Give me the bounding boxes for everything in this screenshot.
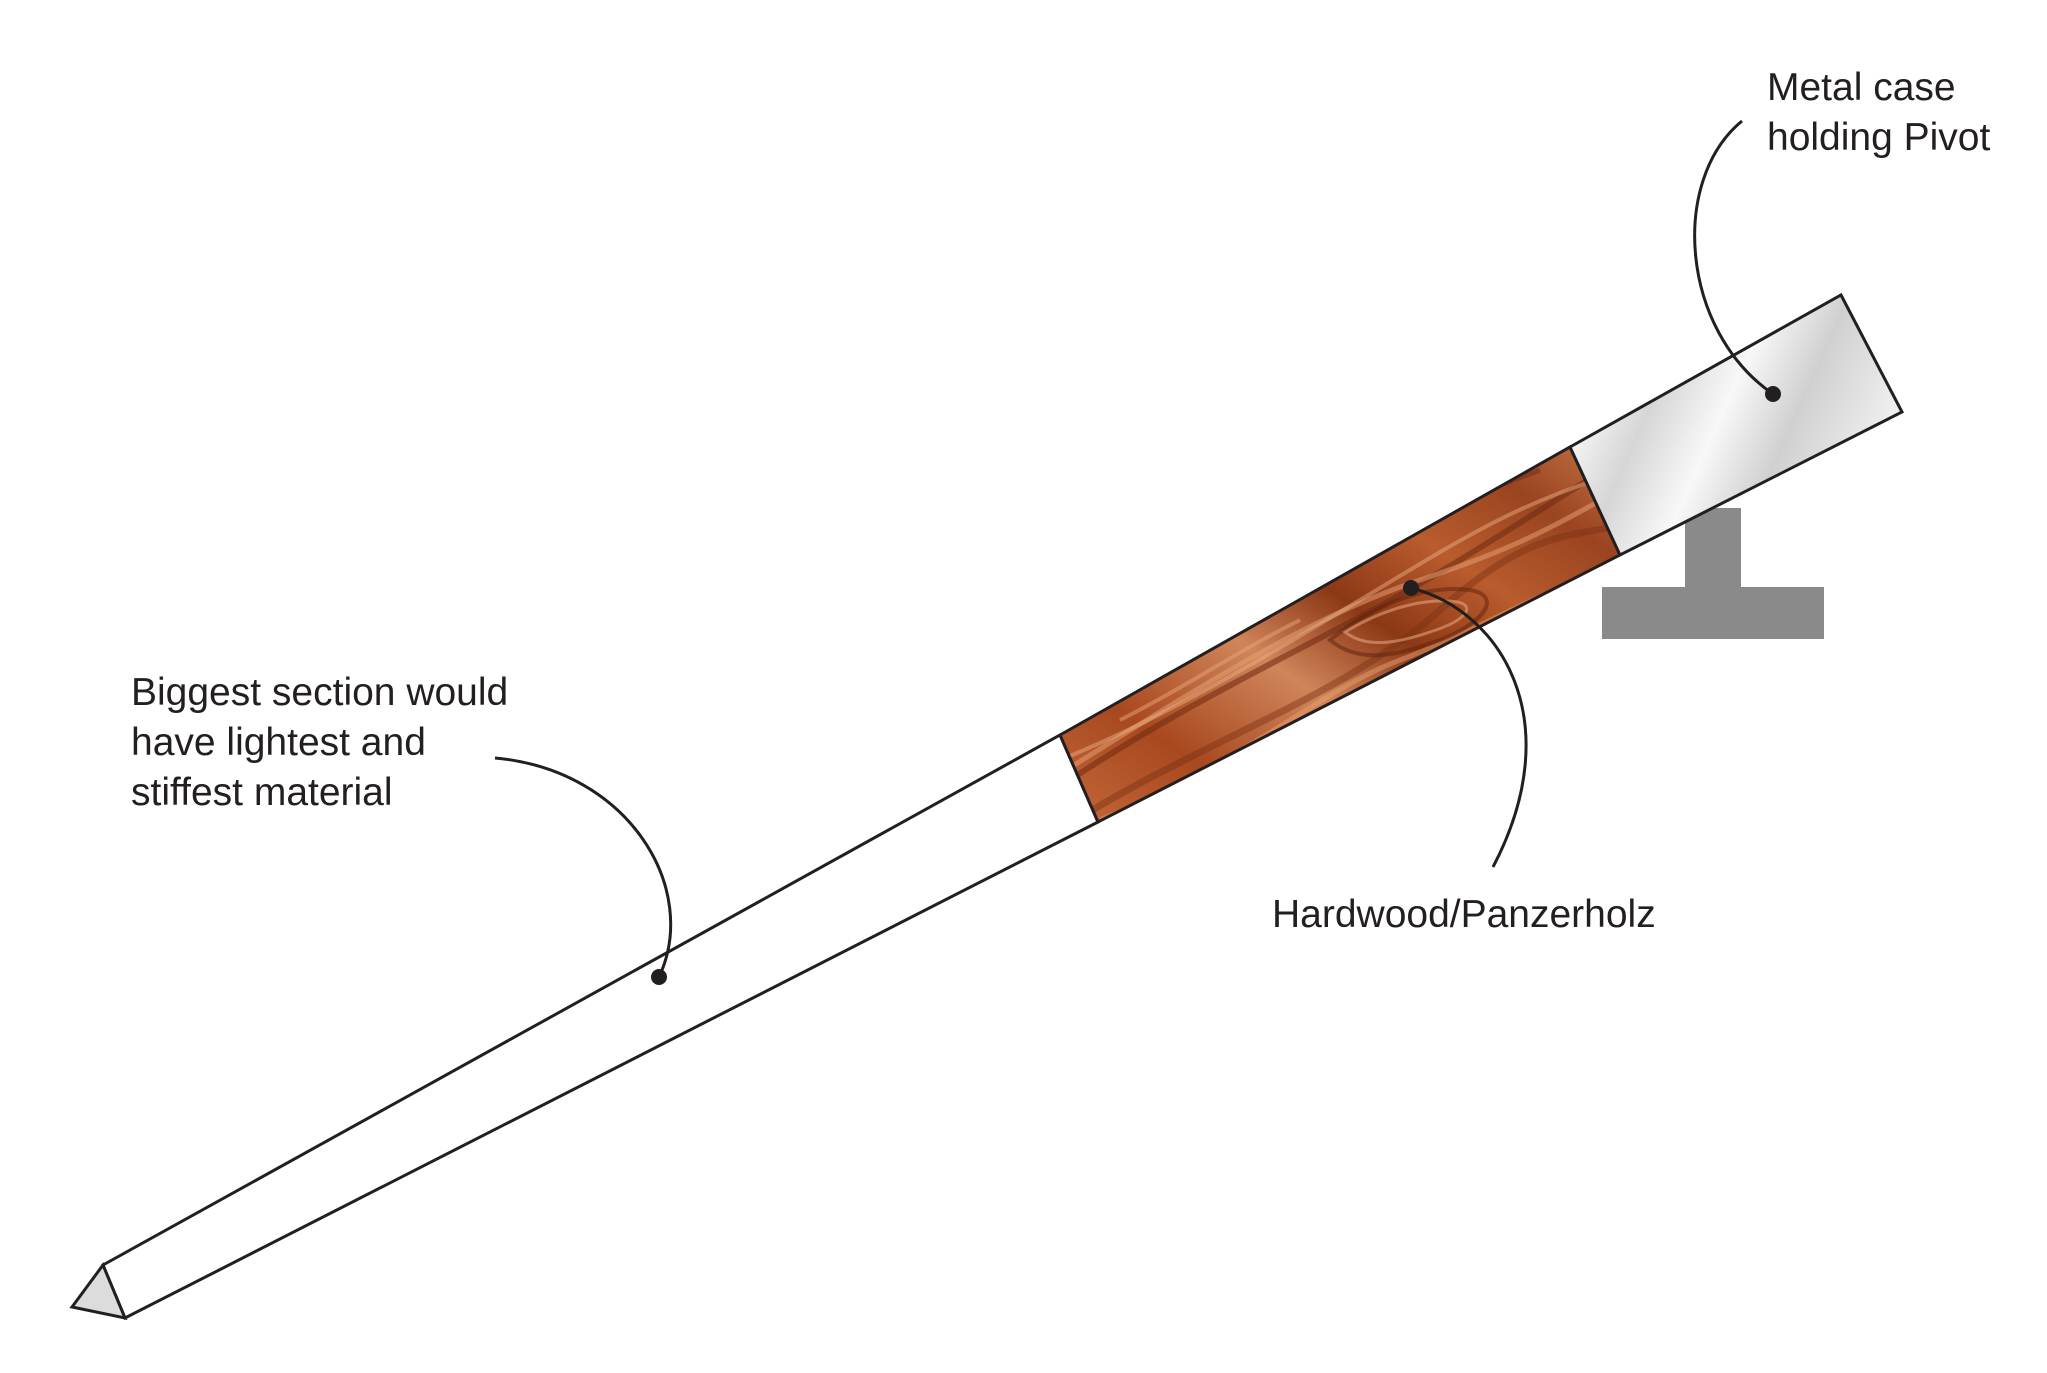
biggest-section-label-line2: have lightest and	[131, 721, 426, 764]
metal-case-marker	[1765, 386, 1781, 402]
biggest-section-leader	[494, 756, 673, 985]
hardwood-section	[1058, 444, 1622, 825]
stylus-tip	[69, 1261, 128, 1321]
biggest-section-marker	[651, 969, 667, 985]
arm-shaft	[101, 732, 1100, 1321]
hardwood-marker	[1403, 580, 1419, 596]
biggest-section-label-line1: Biggest section would	[131, 671, 508, 714]
hardwood-label: Hardwood/Panzerholz	[1272, 893, 1656, 936]
pivot-support	[1602, 508, 1824, 639]
hardwood-leader	[1403, 580, 1528, 868]
biggest-section-label: Biggest section would have lightest and …	[131, 671, 519, 814]
biggest-section-label-line3: stiffest material	[131, 771, 393, 814]
metal-case-leader	[1693, 119, 1781, 402]
hardwood-label-line1: Hardwood/Panzerholz	[1272, 893, 1656, 936]
metal-case-label: Metal case holding Pivot	[1767, 66, 1990, 159]
metal-case-label-line1: Metal case	[1767, 66, 1956, 109]
metal-case	[1568, 292, 1905, 558]
metal-case-label-line2: holding Pivot	[1767, 116, 1990, 159]
